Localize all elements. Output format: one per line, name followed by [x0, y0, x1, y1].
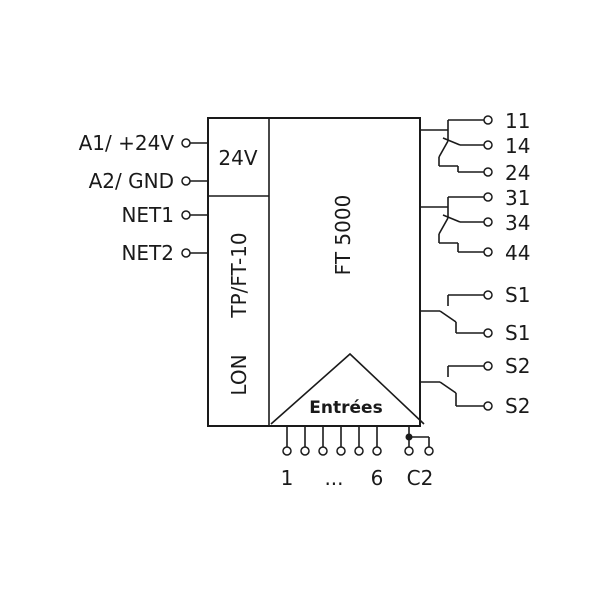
relay-label-31: 31 — [505, 186, 530, 210]
input-terminal-3[interactable] — [318, 446, 328, 456]
terminal-s1-b[interactable] — [483, 328, 493, 338]
relay-1-contacts — [420, 119, 484, 173]
relay-label-44: 44 — [505, 241, 530, 265]
input-terminals — [286, 426, 378, 447]
relay-label-34: 34 — [505, 211, 530, 235]
device-name: FT 5000 — [331, 195, 355, 276]
common-label-c2: C2 — [407, 466, 434, 490]
terminal-44[interactable] — [483, 247, 493, 257]
terminal-c2-a[interactable] — [404, 446, 414, 456]
relay-2-contacts — [420, 196, 484, 253]
relay-label-14: 14 — [505, 134, 530, 158]
switch-s2-contact — [420, 365, 484, 407]
switch-label-s1-b: S1 — [505, 321, 530, 345]
switch-label-s2-a: S2 — [505, 354, 530, 378]
transceiver-label: TP/FT-10 — [227, 232, 251, 318]
device-housing — [207, 117, 421, 427]
left-terminal-net2[interactable] — [181, 248, 208, 258]
terminal-s2-a[interactable] — [483, 361, 493, 371]
left-terminal-a2[interactable] — [181, 176, 208, 186]
terminal-label-net1: NET1 — [121, 203, 174, 227]
input-label-first: 1 — [281, 466, 294, 490]
terminal-24[interactable] — [483, 167, 493, 177]
terminal-c2-b[interactable] — [424, 446, 434, 456]
left-terminal-a1[interactable] — [181, 138, 208, 148]
terminal-14[interactable] — [483, 140, 493, 150]
terminal-11[interactable] — [483, 115, 493, 125]
input-terminal-1[interactable] — [282, 446, 292, 456]
switch-s1-contact — [420, 294, 484, 334]
input-label-last: 6 — [371, 466, 384, 490]
input-label-ellipsis: ... — [324, 466, 343, 490]
inputs-triangle — [270, 352, 425, 425]
terminal-label-a2: A2/ GND — [89, 169, 174, 193]
network-label: LON — [227, 354, 251, 395]
input-terminal-5[interactable] — [354, 446, 364, 456]
common-c2-wiring — [405, 426, 430, 447]
switch-label-s2-b: S2 — [505, 394, 530, 418]
terminal-label-net2: NET2 — [121, 241, 174, 265]
terminal-s1-a[interactable] — [483, 290, 493, 300]
terminal-34[interactable] — [483, 217, 493, 227]
terminal-31[interactable] — [483, 192, 493, 202]
relay-label-24: 24 — [505, 161, 530, 185]
inputs-label: Entrées — [309, 398, 382, 418]
terminal-s2-b[interactable] — [483, 401, 493, 411]
input-terminal-2[interactable] — [300, 446, 310, 456]
terminal-label-a1: A1/ +24V — [79, 131, 175, 155]
power-block-label: 24V — [218, 146, 257, 170]
input-terminal-6[interactable] — [372, 446, 382, 456]
left-terminal-net1[interactable] — [181, 210, 208, 220]
input-terminal-4[interactable] — [336, 446, 346, 456]
switch-label-s1-a: S1 — [505, 283, 530, 307]
relay-label-11: 11 — [505, 109, 530, 133]
